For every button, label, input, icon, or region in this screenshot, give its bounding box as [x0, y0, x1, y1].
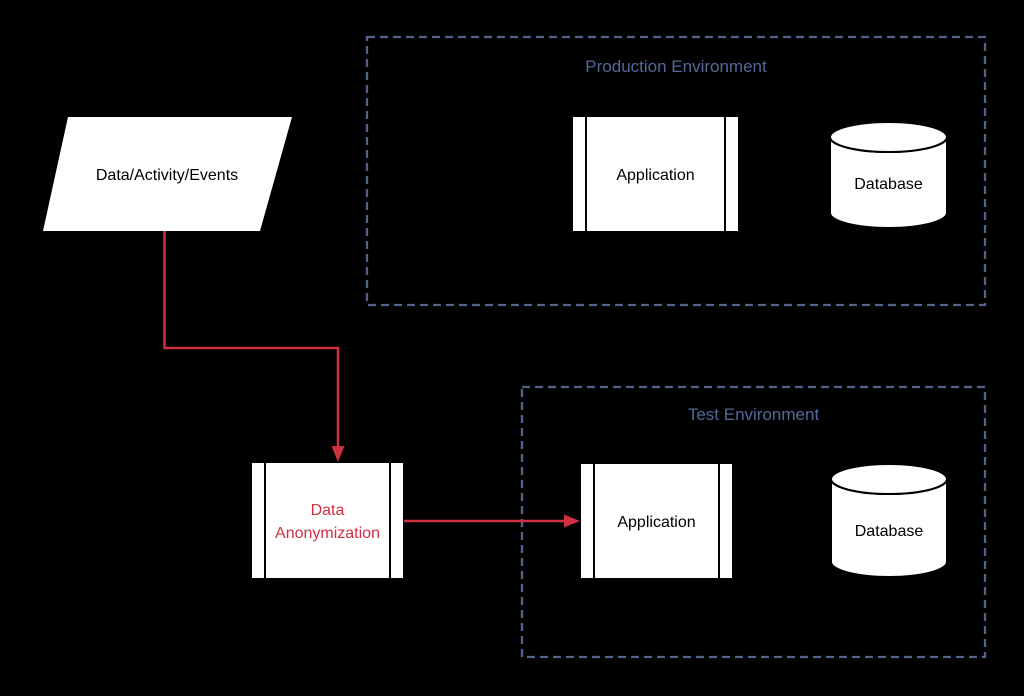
test-database-top	[830, 463, 948, 495]
production-environment-label: Production Environment	[585, 57, 767, 76]
source-node: Data/Activity/Events	[43, 117, 292, 231]
test-application-node: Application	[581, 464, 732, 578]
source-shape	[43, 117, 292, 231]
data-anonymization-label-line1: Data	[311, 502, 345, 519]
production-application-box	[573, 117, 738, 231]
production-application-label: Application	[616, 167, 694, 184]
edge-source-to-anonymization-line	[163, 231, 340, 447]
test-environment-label: Test Environment	[688, 405, 820, 424]
production-database-label: Database	[854, 176, 923, 193]
test-database-node: Database	[830, 463, 948, 578]
production-application-node: Application	[573, 117, 738, 231]
edge-anonymization-to-test-application-arrowhead	[564, 514, 580, 528]
production-database-node: Database	[829, 121, 948, 229]
test-environment-group: Test Environment Application Database	[520, 385, 987, 659]
test-application-label: Application	[617, 514, 695, 531]
production-environment-group: Production Environment Application Datab…	[365, 35, 987, 307]
test-application-box	[581, 464, 732, 578]
edge-anonymization-to-test-application	[404, 514, 580, 528]
edge-source-to-anonymization	[163, 231, 345, 462]
production-environment-border	[365, 35, 987, 307]
production-database-top	[829, 121, 948, 153]
data-anonymization-node: Data Anonymization	[252, 463, 403, 578]
data-anonymization-box	[252, 463, 403, 578]
test-database-label: Database	[855, 523, 924, 540]
data-anonymization-label-line2: Anonymization	[275, 525, 380, 542]
edge-source-to-anonymization-arrowhead	[331, 446, 345, 462]
source-label: Data/Activity/Events	[96, 167, 238, 184]
